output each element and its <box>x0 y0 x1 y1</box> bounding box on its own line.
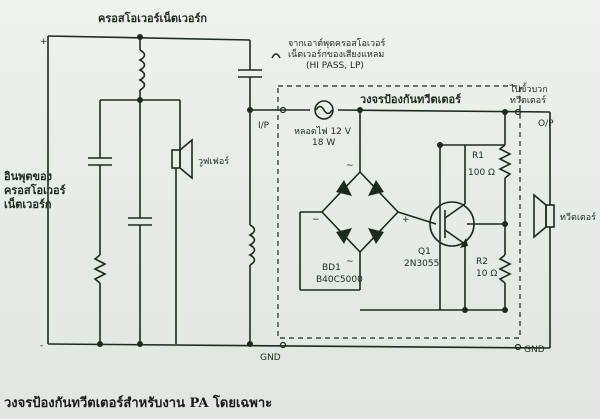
junction-dot <box>357 107 363 113</box>
from-note-pointer <box>271 53 281 59</box>
from-note-line3: (HI PASS, LP) <box>306 61 364 71</box>
schematic: ครอสโอเวอร์เน็ตเวอร์ก จากเอาต์พุตครอสโอเ… <box>4 11 597 363</box>
diode-2 <box>368 180 384 196</box>
minus-terminal-label: - <box>40 341 43 351</box>
junction-dot <box>502 307 508 313</box>
to-note-line1: ไปขั้วบวก <box>509 82 548 95</box>
figure-caption: วงจรป้องกันทวีตเตอร์สำหรับงาน PA โดยเฉพา… <box>4 396 273 411</box>
gnd-left-label: GND <box>260 353 281 363</box>
junction-dot <box>247 341 253 347</box>
woofer-label: วูฟเฟอร์ <box>198 155 229 167</box>
bridge-tilde-bottom: ~ <box>346 257 354 267</box>
bridge-minus: − <box>312 215 320 225</box>
junction-dot <box>137 34 143 40</box>
gnd-right-label: GND <box>524 345 545 355</box>
plus-terminal-label: + <box>40 37 48 47</box>
woofer-magnet <box>171 149 181 169</box>
diode-1 <box>336 180 352 196</box>
gnd-right-terminal <box>514 343 522 351</box>
r1-resistor <box>498 144 512 179</box>
r2-resistor <box>498 254 512 284</box>
lamp-filament <box>315 105 333 115</box>
top-rail-wire <box>47 35 251 41</box>
q-part: 2N3055 <box>404 259 439 269</box>
lamp-bulb <box>314 100 334 120</box>
tweeter-magnet <box>545 204 555 228</box>
protection-circuit-border <box>277 85 521 339</box>
junction-dot <box>437 142 443 148</box>
emitter-arrow <box>460 238 468 248</box>
ip-terminal <box>279 106 287 114</box>
bridge-outline <box>320 170 400 254</box>
ip-label: I/P <box>258 121 270 131</box>
junction-dot <box>137 97 143 103</box>
woofer-cone <box>179 138 193 180</box>
woofer-inductor <box>138 49 146 91</box>
from-note-line1: จากเอาต์พุตครอสโอเวอร์ <box>288 37 385 49</box>
junction-dot <box>247 107 253 113</box>
diode-4 <box>368 228 384 244</box>
left-resistor <box>93 254 107 284</box>
r1-ref: R1 <box>472 151 484 161</box>
crossover-title: ครอสโอเวอร์เน็ตเวอร์ก <box>98 11 207 25</box>
q-ref: Q1 <box>418 247 431 257</box>
tweeter-inductor <box>248 224 256 266</box>
junction-dot <box>462 307 468 313</box>
input-label-line2: ครอสโอเวอร์ <box>4 183 66 197</box>
transistor-emitter <box>444 229 466 245</box>
bridge-ref: BD1 <box>322 263 341 273</box>
tweeter-label: ทวีตเตอร์ <box>560 211 596 223</box>
lamp-out-wire <box>337 109 551 113</box>
r2-value: 10 Ω <box>476 269 497 279</box>
lamp-label-line1: หลอดไฟ 12 V <box>294 126 352 137</box>
junction-dot <box>502 221 508 227</box>
r2-ref: R2 <box>476 257 488 267</box>
diode-3 <box>336 228 352 244</box>
tweeter-cone <box>533 193 547 239</box>
junction-dot <box>97 341 103 347</box>
circuit-title: วงจรป้องกันทวีตเตอร์ <box>360 93 461 106</box>
r1-value: 100 Ω <box>468 168 495 178</box>
input-label-line1: อินพุตของ <box>4 170 52 184</box>
op-label: O/P <box>538 119 554 129</box>
input-label-line3: เน็ตเวอร์ก <box>4 197 52 211</box>
bridge-plus: + <box>402 215 410 225</box>
junction-dot <box>502 109 508 115</box>
from-note-line2: เน็ตเวอร์กของเสียงแหลม <box>288 47 384 60</box>
to-note-line2: ทวีตเตอร์ <box>510 94 546 106</box>
bridge-part: B40C5000 <box>316 275 363 285</box>
gnd-left-terminal <box>279 341 287 349</box>
bottom-rail-wire <box>47 343 551 349</box>
lamp-label-line2: 18 W <box>312 138 335 148</box>
bridge-diodes <box>336 180 468 248</box>
bridge-tilde-top: ~ <box>346 161 354 171</box>
junction-dot <box>137 341 143 347</box>
transistor-collector <box>444 203 466 219</box>
op-terminal <box>514 108 522 116</box>
